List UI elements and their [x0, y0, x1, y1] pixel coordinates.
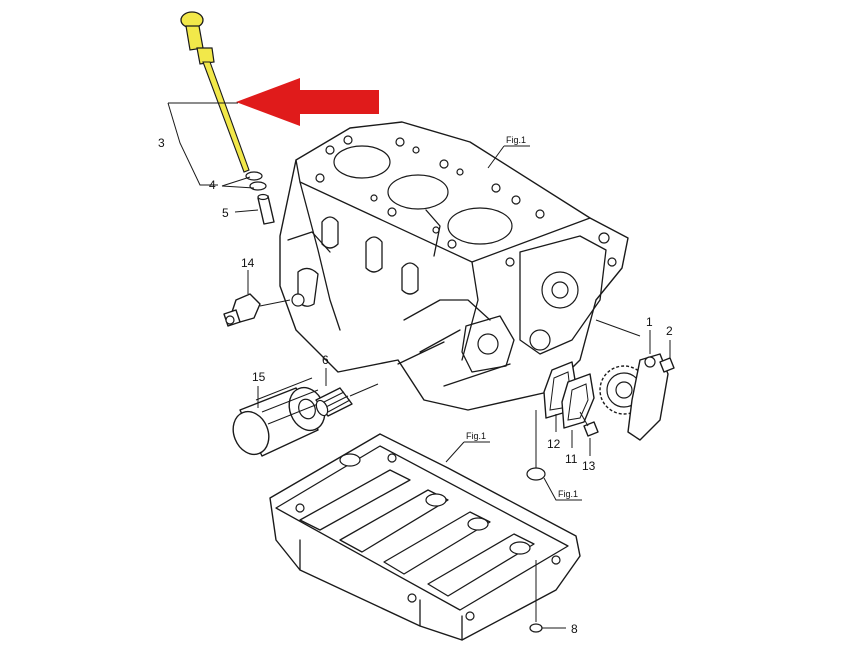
- callout-1: 1: [646, 315, 653, 329]
- oil-pan[interactable]: [269, 433, 581, 641]
- callout-14: 14: [241, 256, 255, 270]
- oil-pump-bolt-2[interactable]: [659, 340, 675, 373]
- oil-pump[interactable]: [599, 330, 669, 441]
- drain-plug-oring[interactable]: [529, 560, 566, 633]
- red-arrow-icon: [236, 78, 379, 126]
- filter-spring[interactable]: [314, 368, 379, 417]
- oil-pump-plate[interactable]: [561, 373, 595, 448]
- figure-ref-oil-pan[interactable]: Fig.1: [445, 431, 490, 463]
- leader-line-1: [595, 319, 641, 337]
- callout-5: 5: [222, 206, 229, 220]
- oil-pressure-switch[interactable]: [223, 270, 291, 327]
- callout-6: 6: [322, 353, 329, 367]
- dipstick[interactable]: [180, 11, 250, 173]
- callout-12: 12: [547, 437, 561, 451]
- callout-8: 8: [571, 622, 578, 636]
- leader-lines-top: [167, 102, 259, 213]
- svg-text:Fig.1: Fig.1: [466, 431, 486, 441]
- callout-15: 15: [252, 370, 266, 384]
- engine-block[interactable]: [279, 121, 629, 411]
- figure-ref-block[interactable]: Fig.1: [487, 135, 530, 169]
- oil-filter[interactable]: [227, 377, 331, 460]
- svg-text:Fig.1: Fig.1: [558, 489, 578, 499]
- dipstick-orings[interactable]: [245, 171, 267, 191]
- svg-text:Fig.1: Fig.1: [506, 135, 526, 145]
- oil-pump-bolt-13[interactable]: [579, 411, 599, 456]
- oil-pan-oring[interactable]: Fig.1: [526, 410, 582, 501]
- callout-11: 11: [565, 452, 578, 466]
- callout-13: 13: [582, 459, 596, 473]
- dipstick-guide-tube[interactable]: [257, 193, 275, 225]
- callout-3: 3: [158, 136, 165, 150]
- callout-2: 2: [666, 324, 673, 338]
- callout-4: 4: [209, 178, 216, 192]
